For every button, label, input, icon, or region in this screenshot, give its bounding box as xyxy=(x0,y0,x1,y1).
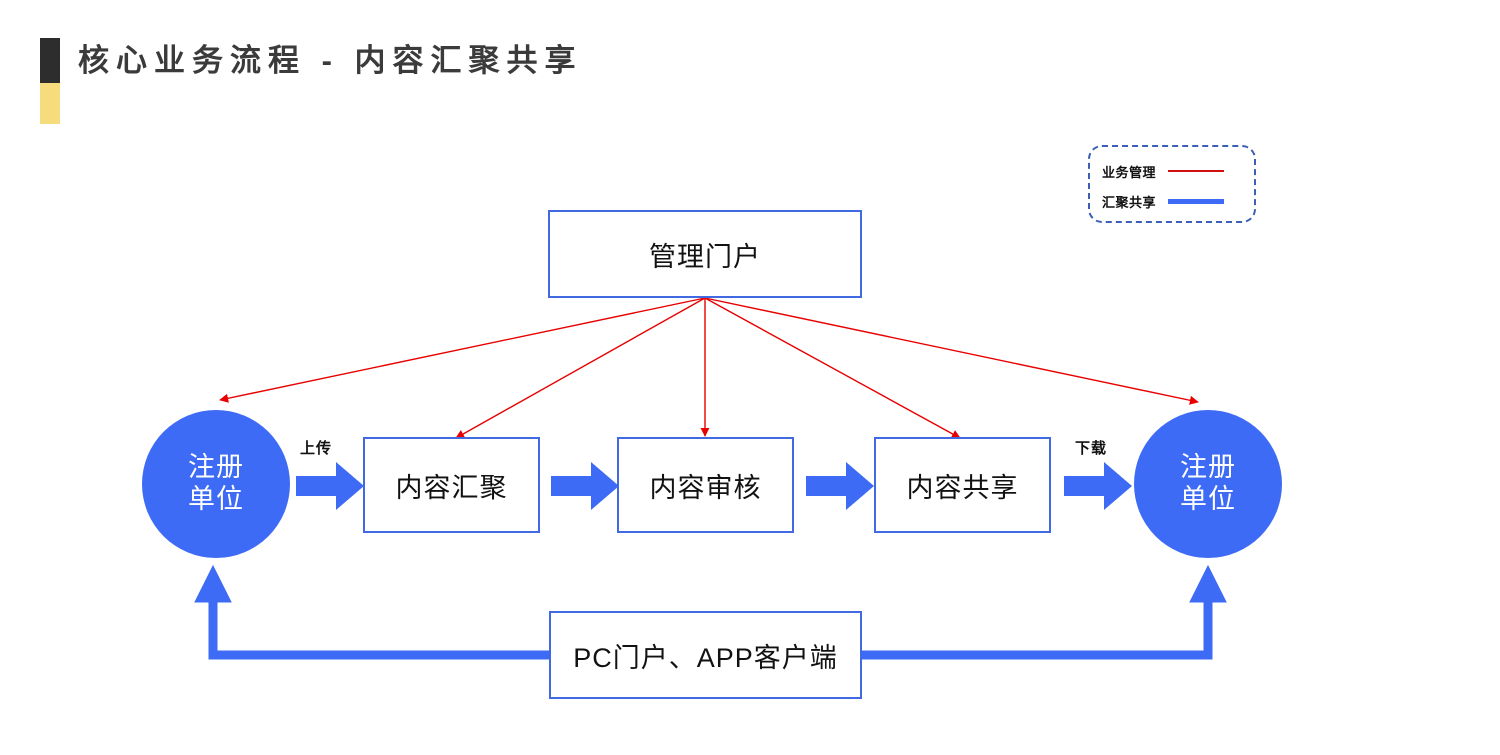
edge-portal-to-unit-left xyxy=(219,297,706,403)
edge-label-download: 下载 xyxy=(1075,440,1108,457)
legend-swatch-blue xyxy=(1168,198,1225,204)
edge-portal-to-collect xyxy=(455,297,706,439)
step-arrow-download-icon xyxy=(1064,462,1132,510)
step-arrow-review-to-share-icon xyxy=(806,462,874,510)
node-label-content-review: 内容审核 xyxy=(649,472,762,503)
management-edges xyxy=(219,297,1199,439)
accent-block-dark xyxy=(40,38,60,83)
edge-client-to-unit-left xyxy=(194,564,549,660)
legend-item-management: 业务管理 xyxy=(1102,156,1244,186)
title-bar: 核心业务流程 - 内容汇聚共享 xyxy=(40,38,1460,130)
node-label-registered-unit-right: 注册 单位 xyxy=(1180,452,1236,516)
node-label-content-share: 内容共享 xyxy=(906,472,1019,503)
step-arrow-upload-icon xyxy=(296,462,364,510)
registered-unit-right-line1: 注册 xyxy=(1180,452,1236,483)
legend-label-share: 汇聚共享 xyxy=(1102,194,1157,210)
legend-label-management: 业务管理 xyxy=(1102,164,1157,180)
accent-block-yellow xyxy=(40,83,60,124)
edge-portal-to-unit-right xyxy=(704,297,1199,405)
registered-unit-left-line1: 注册 xyxy=(188,452,244,483)
legend: 业务管理 汇聚共享 xyxy=(1088,145,1256,223)
legend-swatch-red xyxy=(1168,170,1225,172)
node-content-collect[interactable]: 内容汇聚 xyxy=(363,437,540,533)
node-registered-unit-left[interactable]: 注册 单位 xyxy=(142,410,290,558)
registered-unit-right-line2: 单位 xyxy=(1180,484,1236,514)
node-client-portal[interactable]: PC门户、APP客户端 xyxy=(549,611,862,699)
node-label-client-portal: PC门户、APP客户端 xyxy=(573,642,838,673)
node-label-content-collect: 内容汇聚 xyxy=(395,472,508,503)
edge-client-to-unit-right xyxy=(862,564,1227,660)
node-label-management-portal: 管理门户 xyxy=(649,241,761,272)
node-content-share[interactable]: 内容共享 xyxy=(874,437,1051,533)
registered-unit-left-line2: 单位 xyxy=(188,484,244,514)
node-label-registered-unit-left: 注册 单位 xyxy=(188,452,244,516)
node-registered-unit-right[interactable]: 注册 单位 xyxy=(1134,410,1282,558)
step-arrow-collect-to-review-icon xyxy=(551,462,619,510)
page-title: 核心业务流程 - 内容汇聚共享 xyxy=(78,43,583,78)
node-content-review[interactable]: 内容审核 xyxy=(617,437,794,533)
edge-portal-to-share xyxy=(704,297,961,439)
edge-label-upload: 上传 xyxy=(300,440,333,457)
legend-item-share: 汇聚共享 xyxy=(1102,186,1244,216)
node-management-portal[interactable]: 管理门户 xyxy=(548,210,862,298)
